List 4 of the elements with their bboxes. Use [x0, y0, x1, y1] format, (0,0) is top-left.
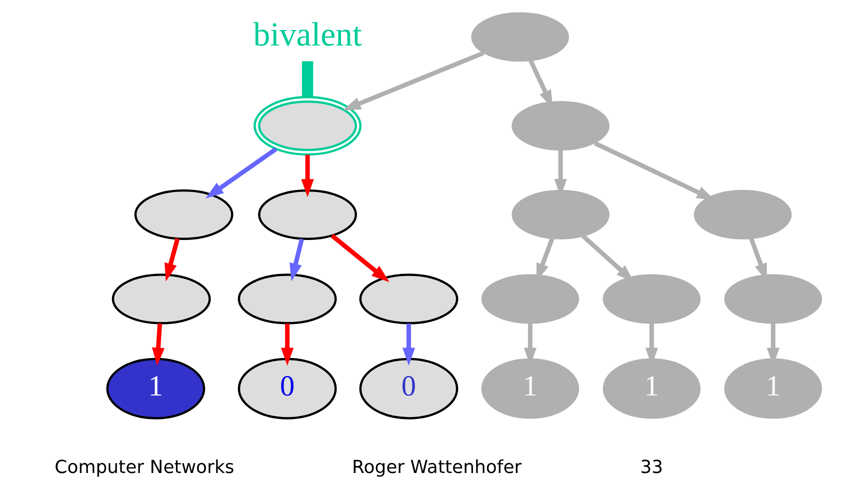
node-text: bivalent — [253, 16, 362, 54]
label: Computer Networks — [54, 456, 234, 478]
label: 33 — [640, 456, 664, 478]
label: Roger Wattenhofer — [352, 456, 522, 478]
